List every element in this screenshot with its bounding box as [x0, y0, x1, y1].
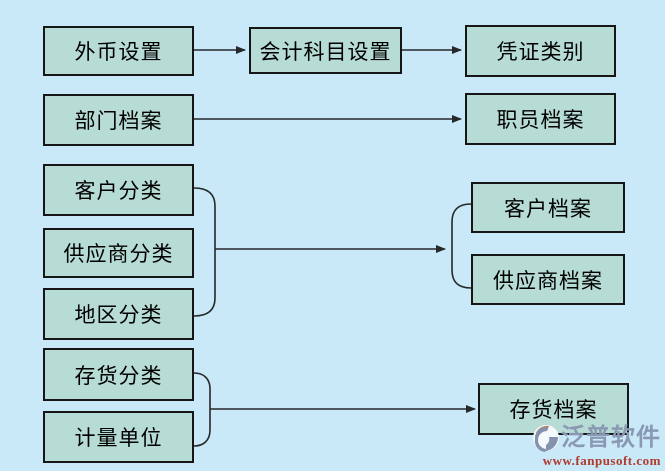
- node-inventory-category: 存货分类: [43, 348, 194, 401]
- brand-name: 泛普软件: [561, 424, 661, 451]
- node-label: 外币设置: [74, 41, 163, 64]
- node-employee-archive: 职员档案: [465, 93, 616, 145]
- node-inventory-archive: 存货档案: [478, 383, 629, 435]
- node-supplier-category: 供应商分类: [43, 228, 194, 278]
- node-label: 客户分类: [74, 180, 163, 203]
- node-region-category: 地区分类: [43, 288, 194, 340]
- node-label: 供应商分类: [63, 243, 174, 266]
- brand-url: www.fanpusoft.com: [542, 453, 661, 468]
- node-label: 地区分类: [74, 304, 163, 327]
- node-label: 客户档案: [504, 197, 592, 221]
- node-department-archive: 部门档案: [43, 94, 194, 146]
- node-label: 会计科目设置: [259, 40, 392, 64]
- fanpu-logo-icon: [533, 425, 559, 452]
- node-foreign-currency-settings: 外币设置: [43, 26, 194, 76]
- node-label: 凭证类别: [496, 41, 585, 64]
- node-measure-unit: 计量单位: [43, 411, 194, 463]
- bracket-customer-group: [193, 187, 216, 317]
- node-label: 供应商档案: [493, 269, 603, 293]
- node-label: 存货分类: [74, 364, 163, 388]
- node-label: 部门档案: [74, 110, 163, 133]
- node-customer-category: 客户分类: [43, 164, 194, 216]
- node-customer-archive: 客户档案: [471, 182, 625, 233]
- node-voucher-category: 凭证类别: [465, 25, 616, 77]
- node-label: 存货档案: [509, 399, 598, 422]
- bracket-inventory-group: [193, 372, 211, 447]
- brand-watermark: 泛普软件 www.fanpusoft.com: [527, 423, 661, 467]
- node-label: 计量单位: [74, 427, 163, 450]
- node-label: 职员档案: [496, 109, 585, 132]
- node-accounting-subjects-settings: 会计科目设置: [249, 27, 402, 74]
- brace-customer-archives: [451, 203, 472, 289]
- node-supplier-archive: 供应商档案: [471, 254, 625, 305]
